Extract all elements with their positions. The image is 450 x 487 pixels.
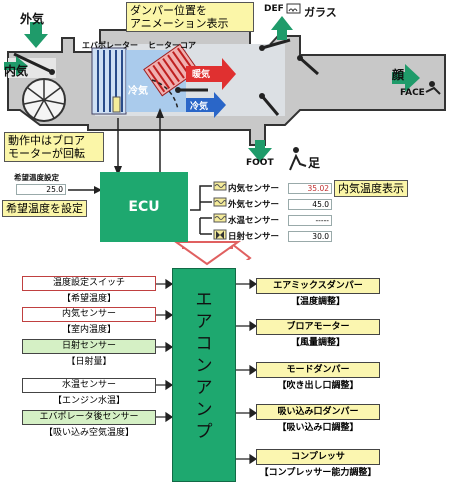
output-airmix: エアミックスダンパー 【温度調整】	[256, 278, 380, 307]
output-blower: ブロアモーター 【風量調整】	[256, 319, 380, 348]
label-foot-jp: 足	[308, 156, 321, 170]
set-temp-input[interactable]: 25.0	[16, 184, 66, 195]
output-label: モードダンパー	[256, 362, 380, 378]
sensor-value: 30.0	[288, 230, 332, 242]
def-damper	[261, 38, 291, 50]
label-evaporator: エバポレーター	[82, 41, 138, 50]
sensor-name: 内気センサー	[228, 184, 280, 194]
sensor-row-outside: 外気センサー 45.0	[228, 196, 338, 212]
block-diagram-lines	[156, 278, 258, 465]
sensor-name: 水温センサー	[228, 216, 280, 226]
warm-air-arrow	[186, 58, 236, 90]
sensor-name: 日射センサー	[228, 232, 280, 242]
blower-fan	[22, 78, 66, 122]
outside-air-arrow	[24, 22, 48, 48]
foot-damper	[260, 95, 280, 116]
output-label: ブロアモーター	[256, 319, 380, 335]
inside-sensor-icon	[213, 181, 227, 191]
ecu-box: ECU	[100, 172, 188, 242]
input-label: 日射センサー	[22, 339, 156, 354]
label-warm-air: 暖気	[192, 70, 211, 80]
input-sub: 【室内温度】	[61, 325, 116, 335]
output-compressor: コンプレッサ 【コンプレッサー能力調整】	[256, 449, 380, 478]
output-sub: 【吸い込み口調整】	[277, 423, 359, 433]
face-damper	[299, 56, 319, 76]
callout-set-temp: 希望温度を設定	[2, 200, 87, 217]
input-sub: 【エンジン水温】	[52, 396, 125, 406]
solar-sensor-icon	[213, 229, 227, 240]
cold-air-arrow	[186, 92, 226, 118]
output-list: エアミックスダンパー 【温度調整】 ブロアモーター 【風量調整】 モードダンパー…	[256, 278, 380, 478]
air-mix-swing	[151, 79, 179, 111]
input-list: 温度設定スイッチ 【希望温度】 内気センサー 【室内温度】 日射センサー 【日射…	[22, 276, 156, 438]
evaporator	[91, 47, 127, 115]
label-heater-core: ヒーターコア	[148, 41, 196, 50]
sensor-name: 外気センサー	[228, 200, 280, 210]
label-face: FACE	[400, 88, 425, 98]
output-sub: 【吹き出し口調整】	[277, 381, 359, 391]
input-label: 内気センサー	[22, 307, 156, 322]
label-cold-air: 冷気	[190, 102, 209, 112]
foot-person-icon	[289, 147, 307, 171]
input-solar-sensor: 日射センサー 【日射量】	[22, 339, 156, 367]
foot-arrow	[248, 140, 272, 162]
inside-air-arrow	[4, 56, 28, 76]
sensor-row-inside: 内気センサー 35.02	[228, 180, 338, 196]
label-face-jp: 顔	[392, 68, 405, 82]
amp-label: エアコンアンプ	[195, 290, 213, 442]
label-glass: ガラス	[304, 6, 337, 19]
input-label: 水温センサー	[22, 378, 156, 393]
input-label: エバポレータ後センサー	[22, 410, 156, 425]
input-sub: 【希望温度】	[61, 294, 116, 304]
face-arrow	[392, 64, 420, 92]
def-arrow	[271, 16, 293, 40]
input-sub: 【吸い込み空気温度】	[43, 428, 134, 438]
output-sub: 【温度調整】	[290, 297, 345, 307]
callout-blower: 動作中はブロア モーターが回転	[4, 132, 104, 162]
heater-core	[143, 43, 199, 97]
input-water-sensor: 水温センサー 【エンジン水温】	[22, 378, 156, 406]
input-temp-switch: 温度設定スイッチ 【希望温度】	[22, 276, 156, 304]
sensor-row-solar: 日射センサー 30.0	[228, 228, 338, 244]
outside-sensor-icon	[213, 197, 227, 207]
output-intake-damper: 吸い込み口ダンパー 【吸い込み口調整】	[256, 404, 380, 433]
face-person-icon	[425, 81, 441, 95]
label-set-temp-title: 希望温度設定	[14, 173, 59, 182]
output-label: エアミックスダンパー	[256, 278, 380, 294]
input-label: 温度設定スイッチ	[22, 276, 156, 291]
down-chevron	[172, 241, 242, 266]
intake-damper	[13, 52, 53, 74]
sensor-row-water: 水温センサー -----	[228, 212, 338, 228]
sensor-value: 45.0	[288, 198, 332, 210]
defroster-icon	[286, 3, 301, 14]
output-sub: 【風量調整】	[290, 338, 345, 348]
label-outside-air: 外気	[20, 12, 45, 26]
output-sub: 【コンプレッサー能力調整】	[259, 468, 377, 478]
label-foot: FOOT	[246, 158, 274, 168]
callout-damper-animation: ダンパー位置を アニメーション表示	[126, 2, 254, 32]
hvac-schematic	[4, 3, 446, 260]
input-sub: 【日射量】	[66, 357, 112, 367]
water-sensor-icon	[213, 213, 227, 223]
output-label: 吸い込み口ダンパー	[256, 404, 380, 420]
sensor-value: -----	[288, 214, 332, 226]
input-inside-sensor: 内気センサー 【室内温度】	[22, 307, 156, 335]
label-cold-zone: 冷気	[128, 86, 148, 97]
label-inside-air: 内気	[4, 64, 29, 78]
line-sensors-ecu	[190, 185, 212, 211]
callout-inside-temp: 内気温度表示	[334, 180, 408, 197]
sensor-value: 35.02	[288, 182, 332, 194]
evaporator-sensor-icon	[112, 96, 121, 113]
aircon-amplifier: エアコンアンプ	[172, 268, 236, 482]
output-label: コンプレッサ	[256, 449, 380, 465]
output-mode-damper: モードダンパー 【吹き出し口調整】	[256, 362, 380, 391]
input-evap-sensor: エバポレータ後センサー 【吸い込み空気温度】	[22, 410, 156, 438]
label-def: DEF	[264, 4, 284, 14]
sensor-list: 内気センサー 35.02 外気センサー 45.0 水温センサー ----- 日射…	[228, 180, 338, 244]
